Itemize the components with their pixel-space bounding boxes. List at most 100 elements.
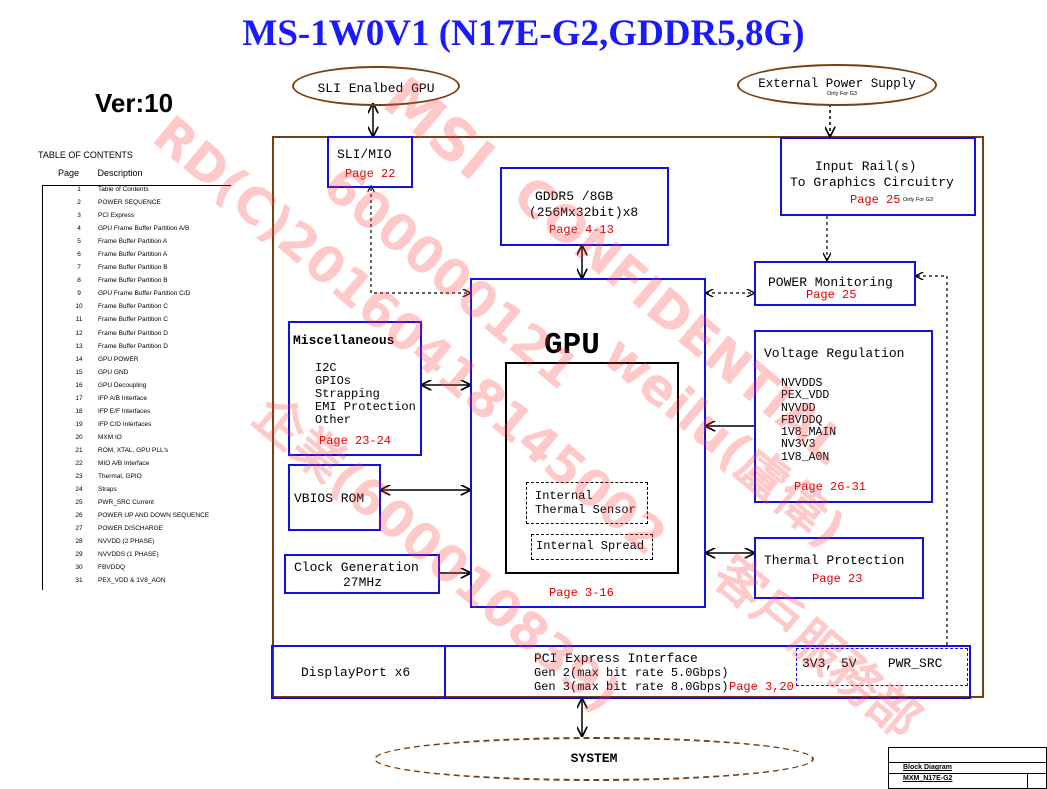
toc-page-number: 5	[77, 238, 81, 246]
title-block-name: Block Diagram	[903, 764, 953, 771]
toc-col-desc: Description	[97, 168, 143, 178]
toc-description: GPU POWER	[98, 355, 139, 363]
toc-page-number: 25	[75, 499, 83, 507]
internal-thermal-label-1: Internal	[535, 489, 593, 503]
voltage-rail-item: 1V8_A0N	[781, 450, 830, 464]
toc-description: NVVDD (2 PHASE)	[98, 538, 155, 546]
toc-page-number: 3	[77, 212, 81, 220]
miscellaneous-item: Strapping	[315, 387, 380, 401]
clock-frequency-label: 27MHz	[343, 575, 383, 590]
pcie-block: PCI Express Interface Gen 2(max bit rate…	[446, 645, 796, 699]
input-rail-page: Page 25	[850, 193, 901, 207]
toc-description: Frame Buffer Partition B	[98, 264, 168, 272]
internal-thermal-label-2: Thermal Sensor	[535, 503, 636, 517]
toc-row: 3 PCI Express	[43, 212, 231, 225]
clock-generation-block: Clock Generation 27MHz	[284, 554, 440, 594]
toc-description: PCI Express	[98, 212, 135, 220]
toc-description: Thermal, GPIO	[98, 473, 142, 481]
internal-spread: Internal Spread	[531, 534, 653, 560]
thermal-protection-block: Thermal Protection Page 23	[754, 537, 924, 599]
system-label: SYSTEM	[570, 751, 618, 766]
toc-description: IFP E/F Interfaces	[98, 407, 151, 415]
displayport-label: DisplayPort x6	[301, 665, 411, 680]
toc-row: 29 NVVDDS (1 PHASE)	[43, 551, 231, 564]
toc-row: 31 PEX_VDD & 1V8_AON	[43, 577, 231, 590]
toc-row: 23 Thermal, GPIO	[43, 473, 231, 486]
toc-row: 28 NVVDD (2 PHASE)	[43, 538, 231, 551]
external-power-label: External Power Supply	[758, 77, 916, 91]
gpu-label: GPU	[544, 328, 600, 363]
internal-spread-label: Internal Spread	[536, 539, 645, 553]
toc-page-number: 8	[77, 277, 81, 285]
gddr5-label-1: GDDR5 /8GB	[535, 189, 614, 204]
sli-enabled-gpu-node: SLI Enalbed GPU	[292, 66, 460, 106]
toc-page-number: 20	[75, 433, 83, 441]
toc-description: Table of Contents	[98, 186, 149, 193]
toc-page-number: 18	[75, 407, 83, 415]
input-rail-label-1: Input Rail(s)	[815, 159, 917, 174]
toc-page-number: 23	[75, 473, 83, 481]
sli-mio-label: SLI/MIO	[337, 147, 392, 162]
power-monitoring-block: POWER Monitoring Page 25	[754, 261, 916, 306]
toc-description: GPU Decoupling	[98, 381, 147, 389]
toc-description: PWR_SRC Current	[98, 499, 154, 507]
miscellaneous-item: Other	[315, 413, 352, 427]
toc-page-number: 2	[77, 199, 81, 207]
toc-col-page: Page	[58, 168, 80, 178]
toc-page-number: 6	[77, 251, 81, 259]
drawing-title-block: Block Diagram MXM_N17E-G2	[888, 747, 1047, 789]
toc-page-number: 27	[75, 525, 83, 533]
pcie-gen2: Gen 2(max bit rate 5.0Gbps)	[534, 666, 729, 680]
input-rail-label-2: To Graphics Circuitry	[790, 175, 954, 190]
power-monitoring-label: POWER Monitoring	[768, 275, 893, 290]
input-rail-block: Input Rail(s) To Graphics Circuitry Page…	[780, 137, 976, 216]
toc-column-headers: Page Description	[58, 168, 143, 178]
voltage-rail-item: FBVDDQ	[781, 413, 823, 427]
toc-description: PEX_VDD & 1V8_AON	[98, 577, 166, 585]
toc-page-number: 28	[75, 538, 83, 546]
toc-description: GPU GND	[98, 368, 129, 376]
toc-row: 6 Frame Buffer Partition A	[43, 251, 231, 264]
power-source-label: 3V3, 5V PWR_SRC	[802, 656, 943, 671]
miscellaneous-item: GPIOs	[315, 374, 352, 388]
voltage-rail-item: NV3V3	[781, 438, 816, 452]
toc-description: IFP C/D Interfaces	[98, 420, 152, 428]
pcie-gen3: Gen 3(max bit rate 8.0Gbps)	[534, 680, 729, 694]
toc-description: Frame Buffer Partition A	[98, 238, 168, 246]
sli-enabled-gpu-label: SLI Enalbed GPU	[317, 81, 435, 96]
toc-page-number: 31	[75, 577, 83, 585]
gpu-core	[505, 362, 679, 574]
pcie-page: Page 3,20	[729, 680, 794, 694]
voltage-rail-item: PEX_VDD	[781, 389, 830, 403]
toc-description: GPU Frame Buffer Partition C/D	[98, 290, 191, 298]
voltage-rail-item: 1V8_MAIN	[781, 426, 837, 440]
miscellaneous-item: EMI Protection	[315, 400, 416, 414]
version-label: Ver:10	[95, 88, 174, 118]
toc-description: GPU Frame Buffer Partition A/B	[98, 225, 190, 233]
voltage-rail-item: NVVDDS	[781, 377, 823, 390]
toc-description: FBVDDQ	[98, 564, 126, 572]
toc-page-number: 29	[75, 551, 83, 559]
toc-description: NVVDDS (1 PHASE)	[98, 551, 159, 559]
toc-description: Frame Buffer Partition A	[98, 251, 168, 259]
toc-page-number: 30	[75, 564, 83, 572]
toc-row: 25 PWR_SRC Current	[43, 499, 231, 512]
toc-page-number: 15	[75, 368, 83, 376]
toc-description: MIO A/B Interface	[98, 459, 150, 467]
